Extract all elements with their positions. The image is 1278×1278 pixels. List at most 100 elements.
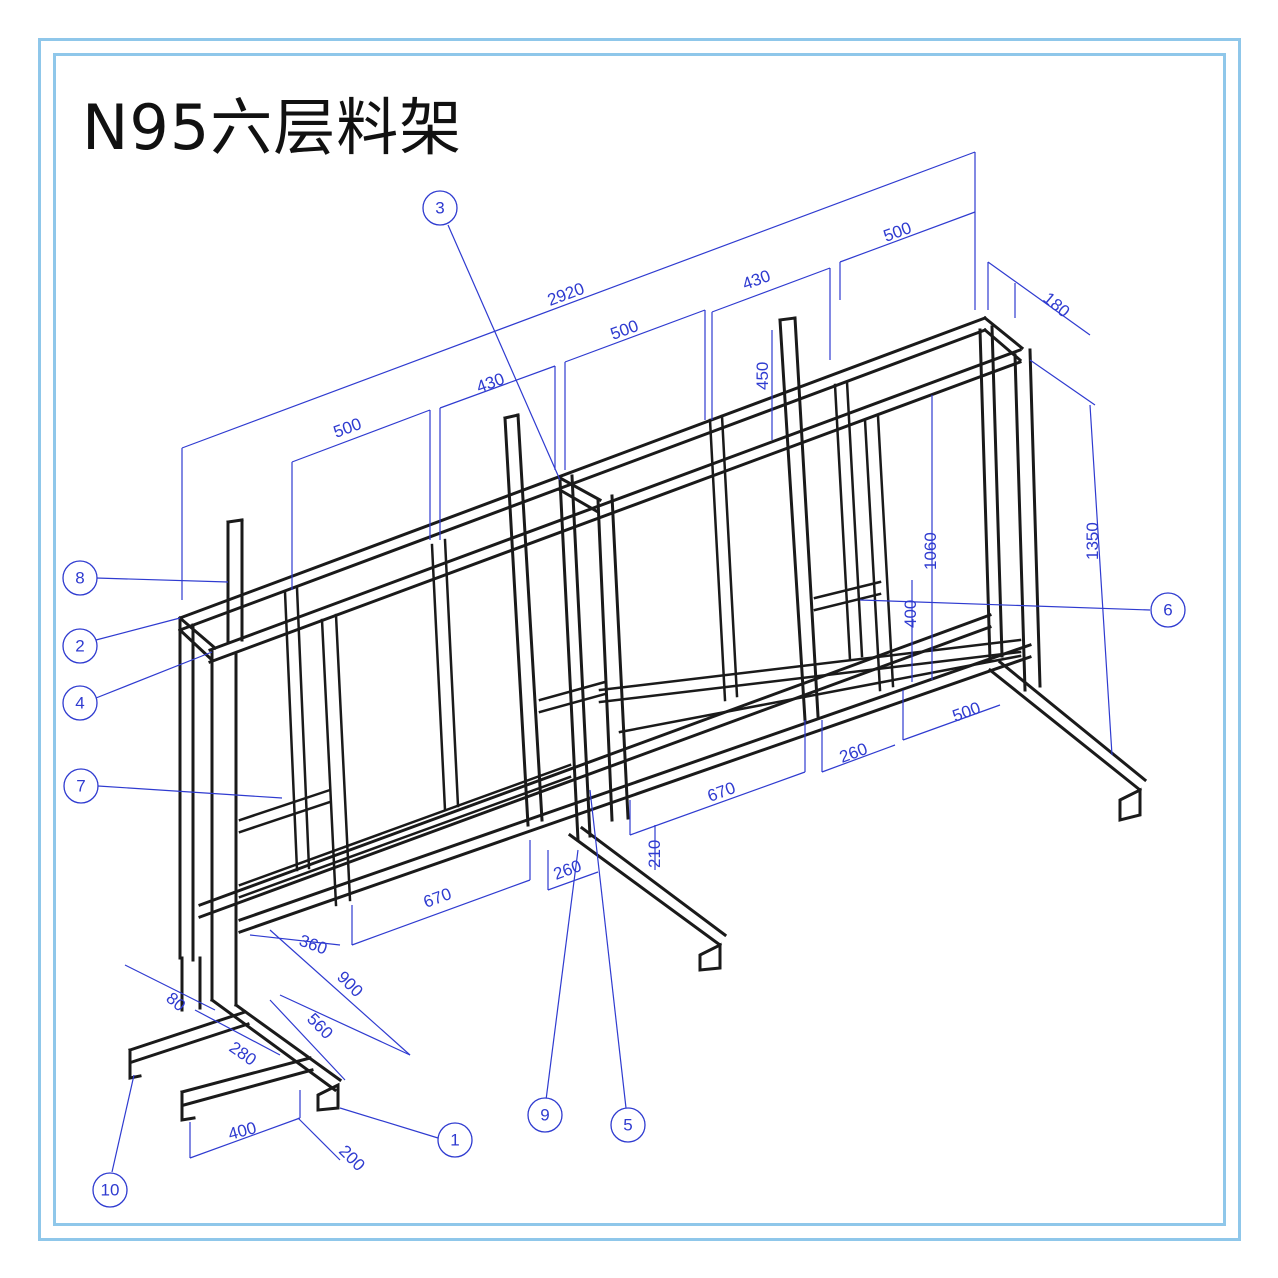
inner-border [53,53,1226,1226]
dim-260-right: 260 [837,739,870,767]
callout-5: 5 [610,1107,646,1143]
bottom-front-rail [238,643,1032,934]
dim-500-bottom-right: 500 [950,698,983,726]
dim-line-560 [269,994,411,1081]
dim-line-1350 [1029,359,1113,756]
callouts: 1 2 3 4 5 6 7 8 9 10 [62,190,1186,1208]
callout-10: 10 [92,1172,128,1208]
dim-line-670-left [351,840,531,946]
callout-label-4: 4 [75,694,84,713]
leader-6 [859,599,1151,611]
dim-line-430-right [711,267,831,420]
dim-500-mid: 500 [608,316,641,344]
upright-r2 [778,316,820,722]
left-crossbar [238,788,332,834]
center-post-a [503,413,544,827]
callout-4: 4 [62,685,98,721]
leader-10 [111,1074,135,1173]
dim-line-2920 [181,151,976,600]
upright-l1 [283,586,311,872]
dim-line-180 [987,261,1091,336]
right-foot [987,659,1148,822]
dim-900: 900 [333,967,366,1000]
leader-7 [97,785,283,799]
dim-line-280 [194,1009,281,1056]
dim-line-500-bottom-right [902,690,1001,741]
callout-label-1: 1 [450,1131,459,1150]
mid-rail-front [598,638,1022,704]
mid-rail-front-2 [618,654,1022,734]
dim-260-mid: 260 [551,856,584,884]
upright-l2 [320,613,352,907]
callout-2: 2 [62,628,98,664]
callout-1: 1 [437,1122,473,1158]
callout-8: 8 [62,560,98,596]
dim-450: 450 [753,362,772,390]
dim-400-foot: 400 [226,1118,258,1144]
left-post-front [210,650,238,1007]
callout-label-9: 9 [540,1106,549,1125]
dimension-labels: 2920 500 430 500 430 500 180 450 1350 10… [162,218,1102,1175]
right-crossbar [813,580,882,612]
leader-5 [589,789,627,1109]
leader-3 [447,224,561,481]
callout-leaders [95,224,1151,1173]
dim-500-left: 500 [331,414,364,442]
dim-670-left: 670 [421,884,454,912]
left-post-back [178,618,195,962]
leader-4 [95,651,213,699]
callout-7: 7 [63,768,99,804]
dim-560: 560 [303,1009,336,1042]
center-post-c [596,494,630,822]
callout-label-8: 8 [75,569,84,588]
dim-line-900 [269,929,411,1056]
dimension-lines [124,151,1113,1161]
dim-line-500-left [291,409,431,590]
dim-430-left: 430 [474,369,507,397]
left-top-stub [226,518,244,644]
dim-670-right: 670 [705,778,738,806]
upright-r3 [833,380,864,662]
callout-label-6: 6 [1163,601,1172,620]
callout-label-10: 10 [101,1181,120,1200]
dim-line-360 [249,934,341,946]
dim-80: 80 [162,989,189,1016]
leader-9 [545,849,579,1101]
upright-l3 [430,538,460,812]
dim-210: 210 [645,840,664,868]
leader-8 [95,577,229,583]
dim-200: 200 [335,1141,368,1174]
leader-2 [95,617,181,641]
left-foot-stub [180,956,202,1012]
dim-430-right: 430 [740,266,773,294]
center-foot [567,825,728,972]
top-front-rail [208,348,1022,664]
top-depth-left [177,615,218,663]
center-crossbar [538,680,607,714]
bottom-back-rail [198,613,992,919]
dim-180: 180 [1039,289,1073,322]
dim-360: 360 [297,931,330,959]
callout-label-3: 3 [435,199,444,218]
dim-line-260-mid [547,850,599,891]
dim-line-400-foot [189,1090,301,1159]
outer-border [38,38,1241,1241]
callout-9: 9 [527,1097,563,1133]
dim-400: 400 [901,600,920,628]
dim-line-260-right [821,720,896,773]
callout-label-5: 5 [623,1116,632,1135]
leader-1 [339,1107,439,1139]
top-depth-mid [557,475,603,515]
dim-line-670-right [629,720,806,836]
right-post-front [1013,348,1042,692]
callout-3: 3 [422,190,458,226]
drawing-title: N95六层料架 [82,91,463,164]
left-foot-cross-2 [180,1056,314,1122]
callout-label-2: 2 [75,637,84,656]
dim-line-500-mid [564,309,706,470]
dim-line-500-right [839,211,976,300]
dim-line-80 [124,964,216,1011]
lower-rail-inner [238,763,572,899]
upright-r1 [708,414,739,702]
top-back-rail [178,316,987,632]
